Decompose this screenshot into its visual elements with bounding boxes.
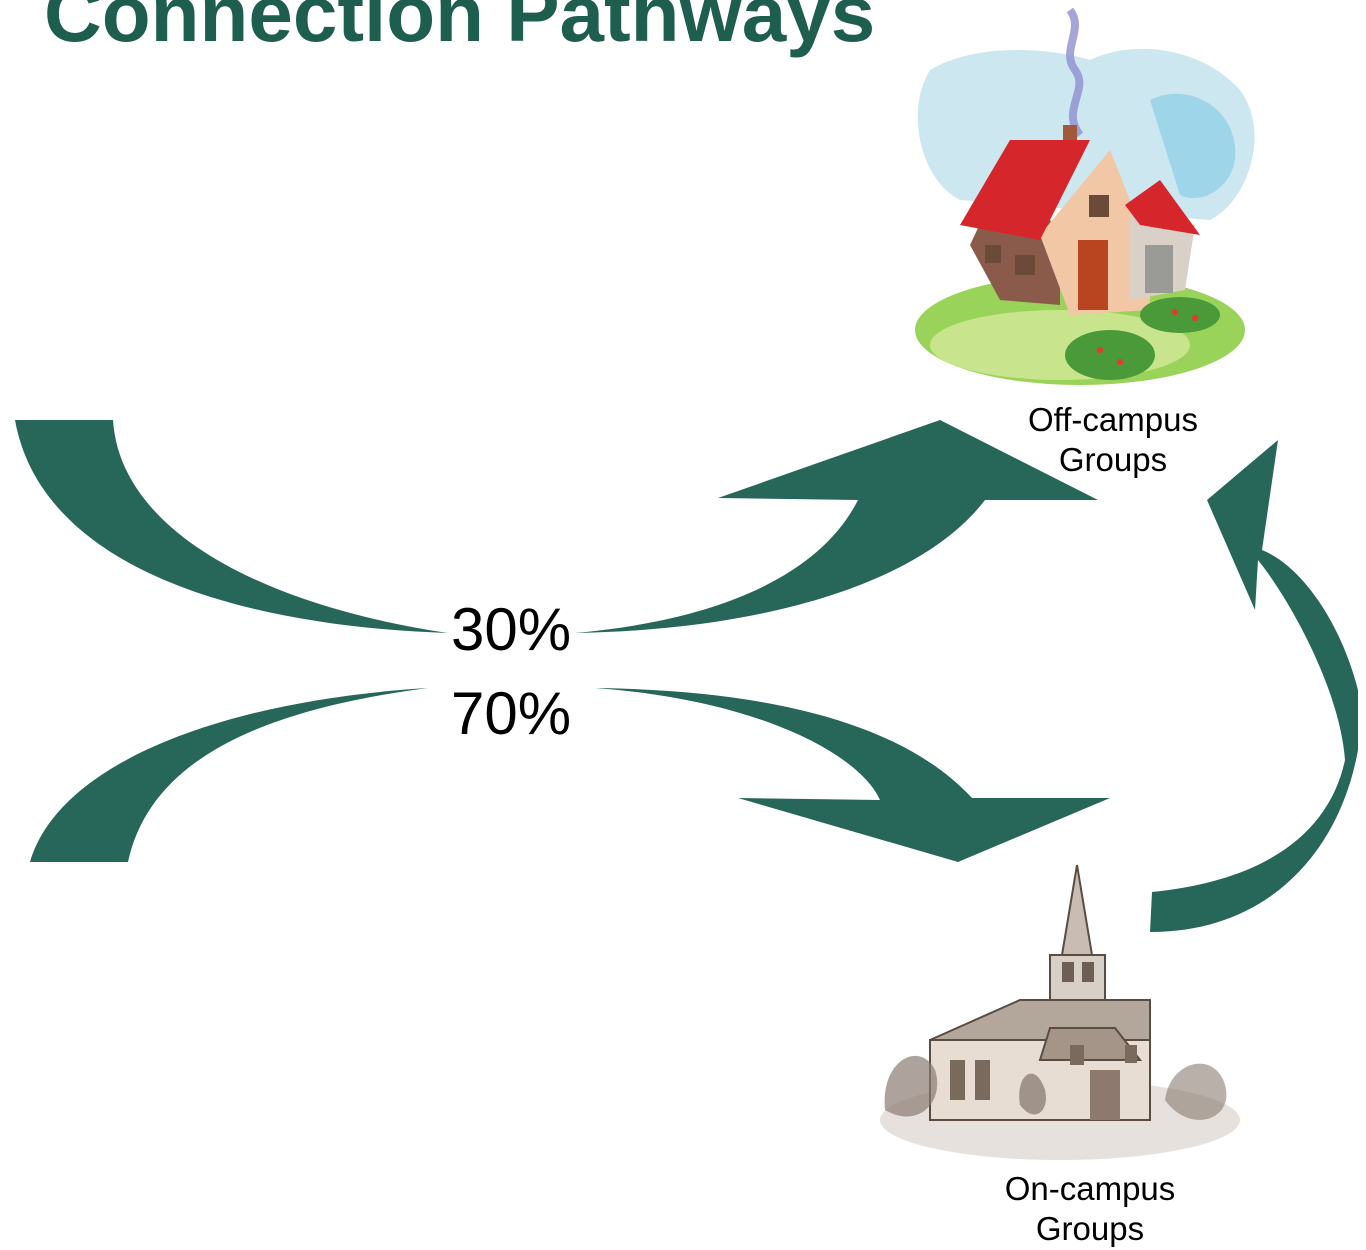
house-illustration: [915, 7, 1255, 385]
off-campus-label: Off-campus Groups: [1003, 400, 1223, 480]
off-campus-label-line1: Off-campus: [1028, 401, 1198, 438]
arrow-to-off-campus: [575, 420, 1098, 633]
arrow-on-to-off-campus: [1150, 440, 1358, 932]
arrow-to-on-campus: [595, 688, 1110, 862]
slide-title: Connection Pathways: [44, 0, 876, 58]
arrow-in-bottom: [30, 688, 428, 862]
off-campus-label-line2: Groups: [1058, 441, 1168, 478]
on-campus-label-line1: On-campus: [1004, 1170, 1176, 1207]
church-illustration: [880, 864, 1240, 1160]
on-campus-label-line2: Groups: [1035, 1210, 1145, 1247]
percent-on-campus: 70%: [451, 680, 572, 747]
arrow-in-top: [15, 420, 448, 633]
percent-off-campus: 30%: [451, 596, 572, 663]
on-campus-label: On-campus Groups: [980, 1169, 1200, 1249]
